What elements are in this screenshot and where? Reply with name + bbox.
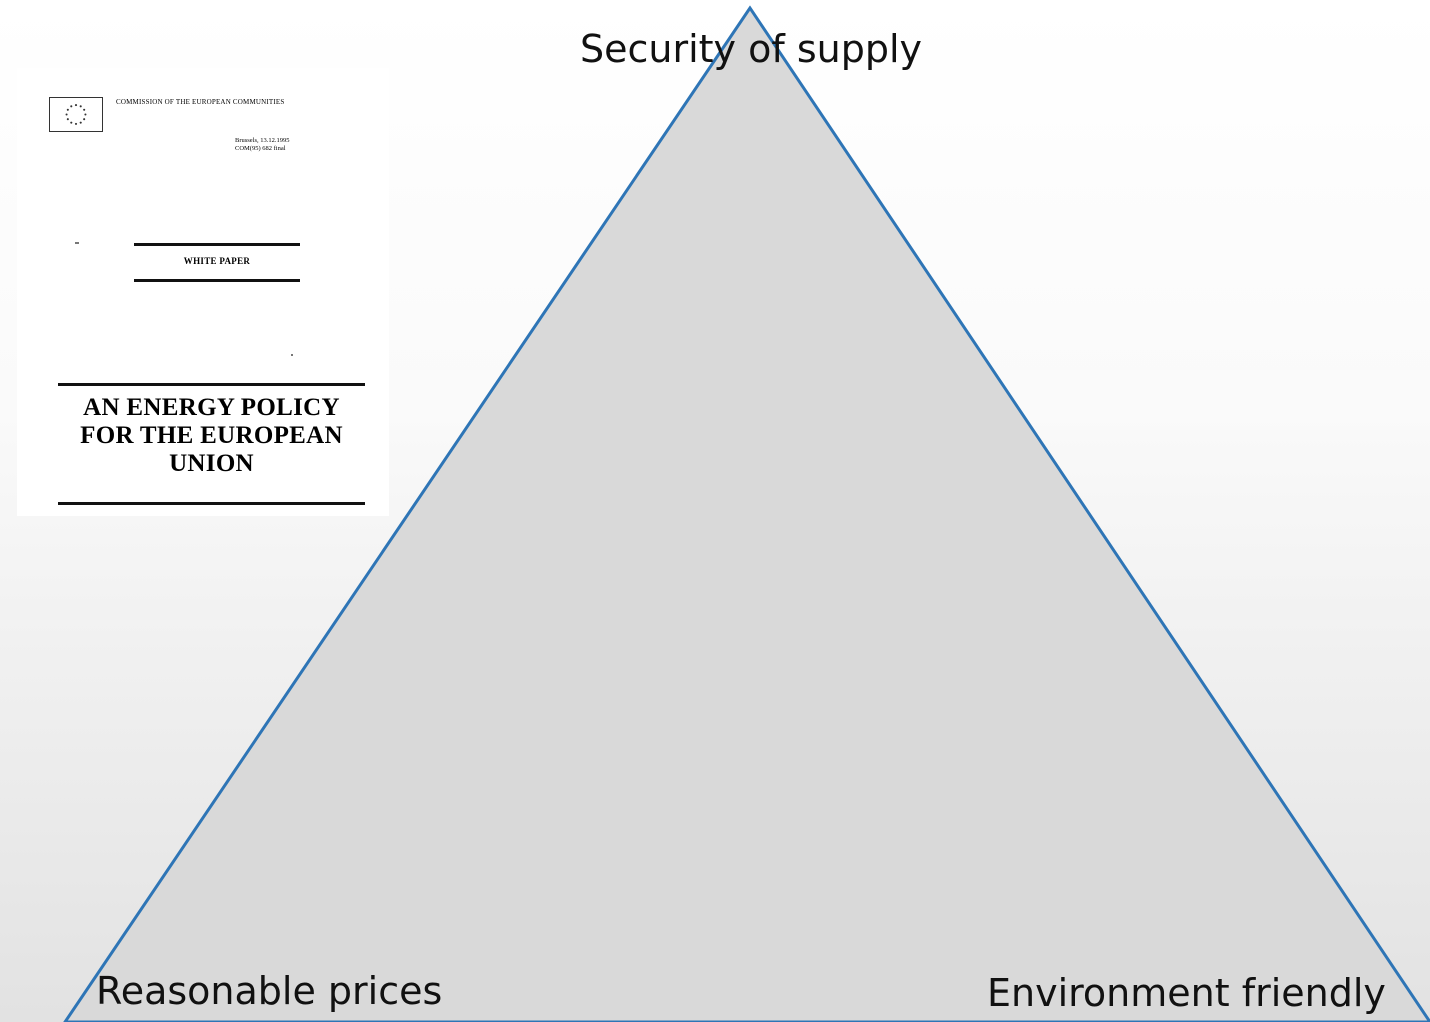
- title-line: AN ENERGY POLICY: [83, 394, 340, 421]
- title-line: UNION: [169, 450, 254, 477]
- label-security-of-supply: Security of supply: [580, 27, 922, 71]
- speck-mark: [291, 354, 293, 356]
- document-title: AN ENERGY POLICY FOR THE EUROPEAN UNION: [58, 394, 365, 478]
- eu-flag-icon: [49, 97, 103, 132]
- label-reasonable-prices: Reasonable prices: [96, 969, 443, 1013]
- triangle-shape: [63, 5, 1430, 1022]
- flag-star: [84, 113, 87, 116]
- document-type: WHITE PAPER: [183, 256, 251, 266]
- flag-star: [66, 108, 69, 111]
- flag-star: [70, 105, 73, 108]
- flag-star: [74, 122, 78, 125]
- flag-star: [65, 113, 68, 116]
- flag-star: [66, 118, 69, 121]
- document-reference: COM(95) 682 final: [235, 145, 286, 152]
- flag-star: [79, 105, 82, 108]
- divider: [58, 502, 365, 505]
- flag-star: [83, 108, 86, 111]
- flag-star: [74, 104, 78, 107]
- divider: [58, 383, 365, 386]
- flag-star: [70, 121, 73, 124]
- flag-star: [79, 121, 82, 124]
- flag-star: [83, 118, 86, 121]
- divider: [134, 279, 300, 282]
- divider: [134, 243, 300, 246]
- issuer-line: COMMISSION OF THE EUROPEAN COMMUNITIES: [116, 98, 285, 106]
- place-date: Brussels, 13.12.1995: [235, 137, 290, 144]
- title-line: FOR THE EUROPEAN: [80, 422, 343, 449]
- reference-block: Brussels, 13.12.1995 COM(95) 682 final: [235, 137, 290, 153]
- label-environment-friendly: Environment friendly: [987, 971, 1386, 1015]
- speck-mark: [75, 242, 79, 244]
- white-paper-cover: COMMISSION OF THE EUROPEAN COMMUNITIES B…: [17, 68, 389, 516]
